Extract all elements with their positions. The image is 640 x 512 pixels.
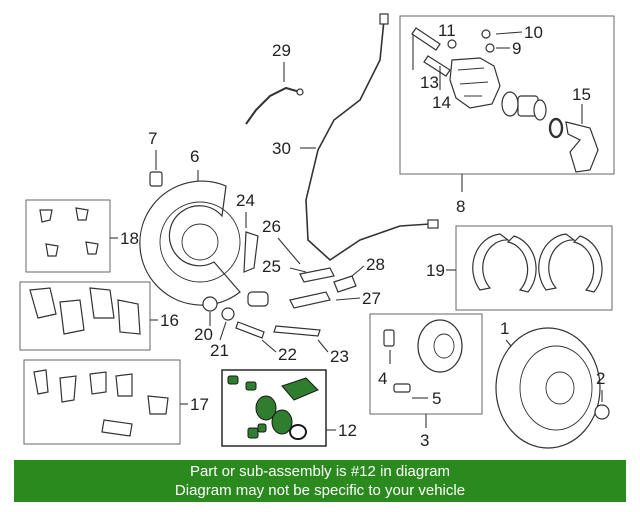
callout-3: 3 (420, 431, 429, 450)
callout-14: 14 (432, 93, 451, 112)
callout-22: 22 (278, 345, 297, 364)
callout-7: 7 (148, 129, 157, 148)
callout-10: 10 (524, 23, 543, 42)
callout-27: 27 (362, 289, 381, 308)
callout-8: 8 (456, 197, 465, 216)
callout-25: 25 (262, 257, 281, 276)
hardware-box-17[interactable] (23, 359, 181, 445)
callout-19: 19 (426, 261, 445, 280)
callout-4: 4 (378, 369, 387, 388)
backing-plate[interactable] (139, 180, 241, 306)
callout-29: 29 (272, 41, 291, 60)
clips-box-18[interactable] (25, 199, 111, 273)
callout-30: 30 (272, 139, 291, 158)
callout-9: 9 (512, 39, 521, 58)
callout-24: 24 (236, 191, 255, 210)
brake-parts-diagram: 13 11 10 9 14 15 8 29 30 7 6 24 26 25 28… (19, 13, 615, 450)
pads-box-16[interactable] (19, 281, 151, 351)
callout-26: 26 (262, 217, 281, 236)
callout-18: 18 (120, 229, 139, 248)
callout-1: 1 (500, 319, 509, 338)
callout-12: 12 (338, 421, 357, 440)
callout-11: 11 (438, 21, 456, 40)
callout-2: 2 (596, 369, 605, 388)
callout-15: 15 (572, 85, 591, 104)
banner-line-disclaimer: Diagram may not be specific to your vehi… (174, 482, 466, 499)
callout-21: 21 (210, 341, 229, 360)
callout-17: 17 (190, 395, 209, 414)
banner-line-part: Part or sub-assembly is #12 in diagram (189, 463, 451, 480)
brake-rotor[interactable] (495, 327, 601, 449)
callout-5: 5 (432, 389, 441, 408)
callout-20: 20 (194, 325, 213, 344)
caliper-assembly-box[interactable] (399, 15, 615, 175)
info-banner: Part or sub-assembly is #12 in diagram D… (14, 460, 626, 502)
shoes-box-19[interactable] (455, 225, 613, 311)
repair-kit-box-12[interactable] (221, 369, 327, 447)
hub-box-3[interactable] (369, 313, 483, 415)
callout-13: 13 (420, 73, 439, 92)
callout-23: 23 (330, 347, 349, 366)
callout-16: 16 (160, 311, 179, 330)
callout-28: 28 (366, 255, 385, 274)
callout-6: 6 (190, 147, 199, 166)
